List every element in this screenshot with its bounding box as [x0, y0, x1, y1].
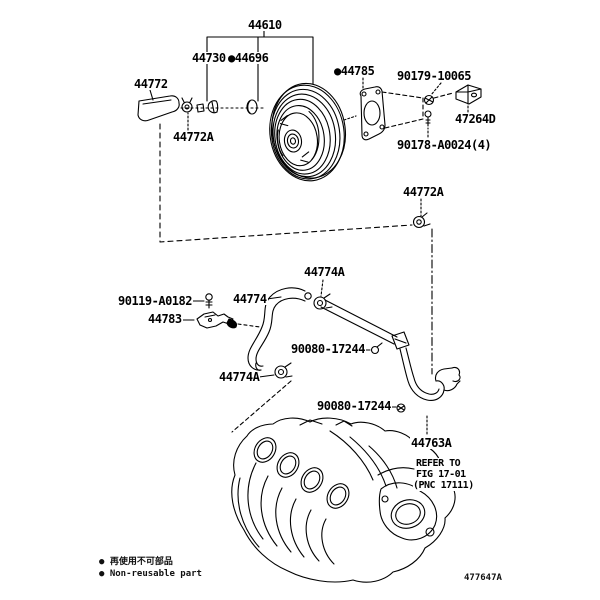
booster-front-parts-row — [137, 89, 267, 131]
part-label-90178-a0024: 90178-A0024(4) — [396, 138, 493, 152]
tube-end-fitting — [196, 103, 205, 113]
refer-note-line3: (PNC 17111) — [413, 480, 474, 491]
brake-booster-drawing — [269, 82, 346, 182]
part-label-47264d: 47264D — [454, 112, 497, 126]
routing-dashed-lines — [159, 123, 433, 375]
refer-note-line2: FIG 17-01 — [416, 469, 466, 480]
figure-code: 477647A — [464, 573, 502, 583]
part-label-44774a-bottom: 44774A — [218, 370, 261, 384]
grommet-44696-drawing — [246, 99, 258, 115]
clamp-44772a-right-drawing — [412, 198, 431, 229]
clamp-44774a-top-drawing — [313, 279, 333, 310]
part-label-44696: ●44696 — [227, 51, 270, 65]
check-valve-44783-drawing — [181, 311, 261, 329]
part-label-90179-10065: 90179-10065 — [396, 69, 472, 83]
clamp-44730-drawing — [207, 100, 219, 114]
projection-lines — [381, 91, 454, 129]
part-label-44774: 44774 — [232, 292, 268, 306]
part-label-90080-upper: 90080-17244 — [290, 342, 366, 356]
footnote-non-reusable-en: ● Non-reusable part — [99, 569, 202, 579]
intake-manifold-drawing — [231, 417, 456, 583]
part-label-44772a-left: 44772A — [172, 130, 215, 144]
part-label-44772: 44772 — [133, 77, 169, 91]
part-label-44785: ●44785 — [333, 64, 376, 78]
refer-note-line1: REFER TO — [416, 458, 461, 469]
footnote-non-reusable-jp: ● 再使用不可部品 — [99, 557, 173, 567]
bracket-44610-lines — [206, 30, 314, 102]
part-label-44730: 44730 — [191, 51, 227, 65]
stud-90178-drawing — [424, 110, 432, 138]
part-label-90080-lower: 90080-17244 — [316, 399, 392, 413]
part-label-44772a-right: 44772A — [402, 185, 445, 199]
booster-to-gasket-dotted — [343, 115, 357, 121]
part-label-44774a-top: 44774A — [303, 265, 346, 279]
bracket-47264d-drawing — [455, 84, 482, 113]
hose-44774-drawing — [247, 287, 312, 371]
clamp-44772a-left-drawing — [181, 97, 193, 131]
part-label-44610: 44610 — [247, 18, 283, 32]
vacuum-hose-44772-drawing — [137, 89, 180, 122]
part-label-44763a: 44763A — [410, 436, 453, 450]
gasket-44785-drawing — [359, 77, 386, 141]
clamp-44774a-bottom-drawing — [231, 362, 293, 433]
nut-90179-drawing — [423, 82, 442, 106]
refer-leader-line — [377, 467, 415, 476]
part-label-90119-a0182: 90119-A0182 — [117, 294, 193, 308]
part-label-44783: 44783 — [147, 312, 183, 326]
vacuum-pipe-drawing — [320, 299, 461, 401]
